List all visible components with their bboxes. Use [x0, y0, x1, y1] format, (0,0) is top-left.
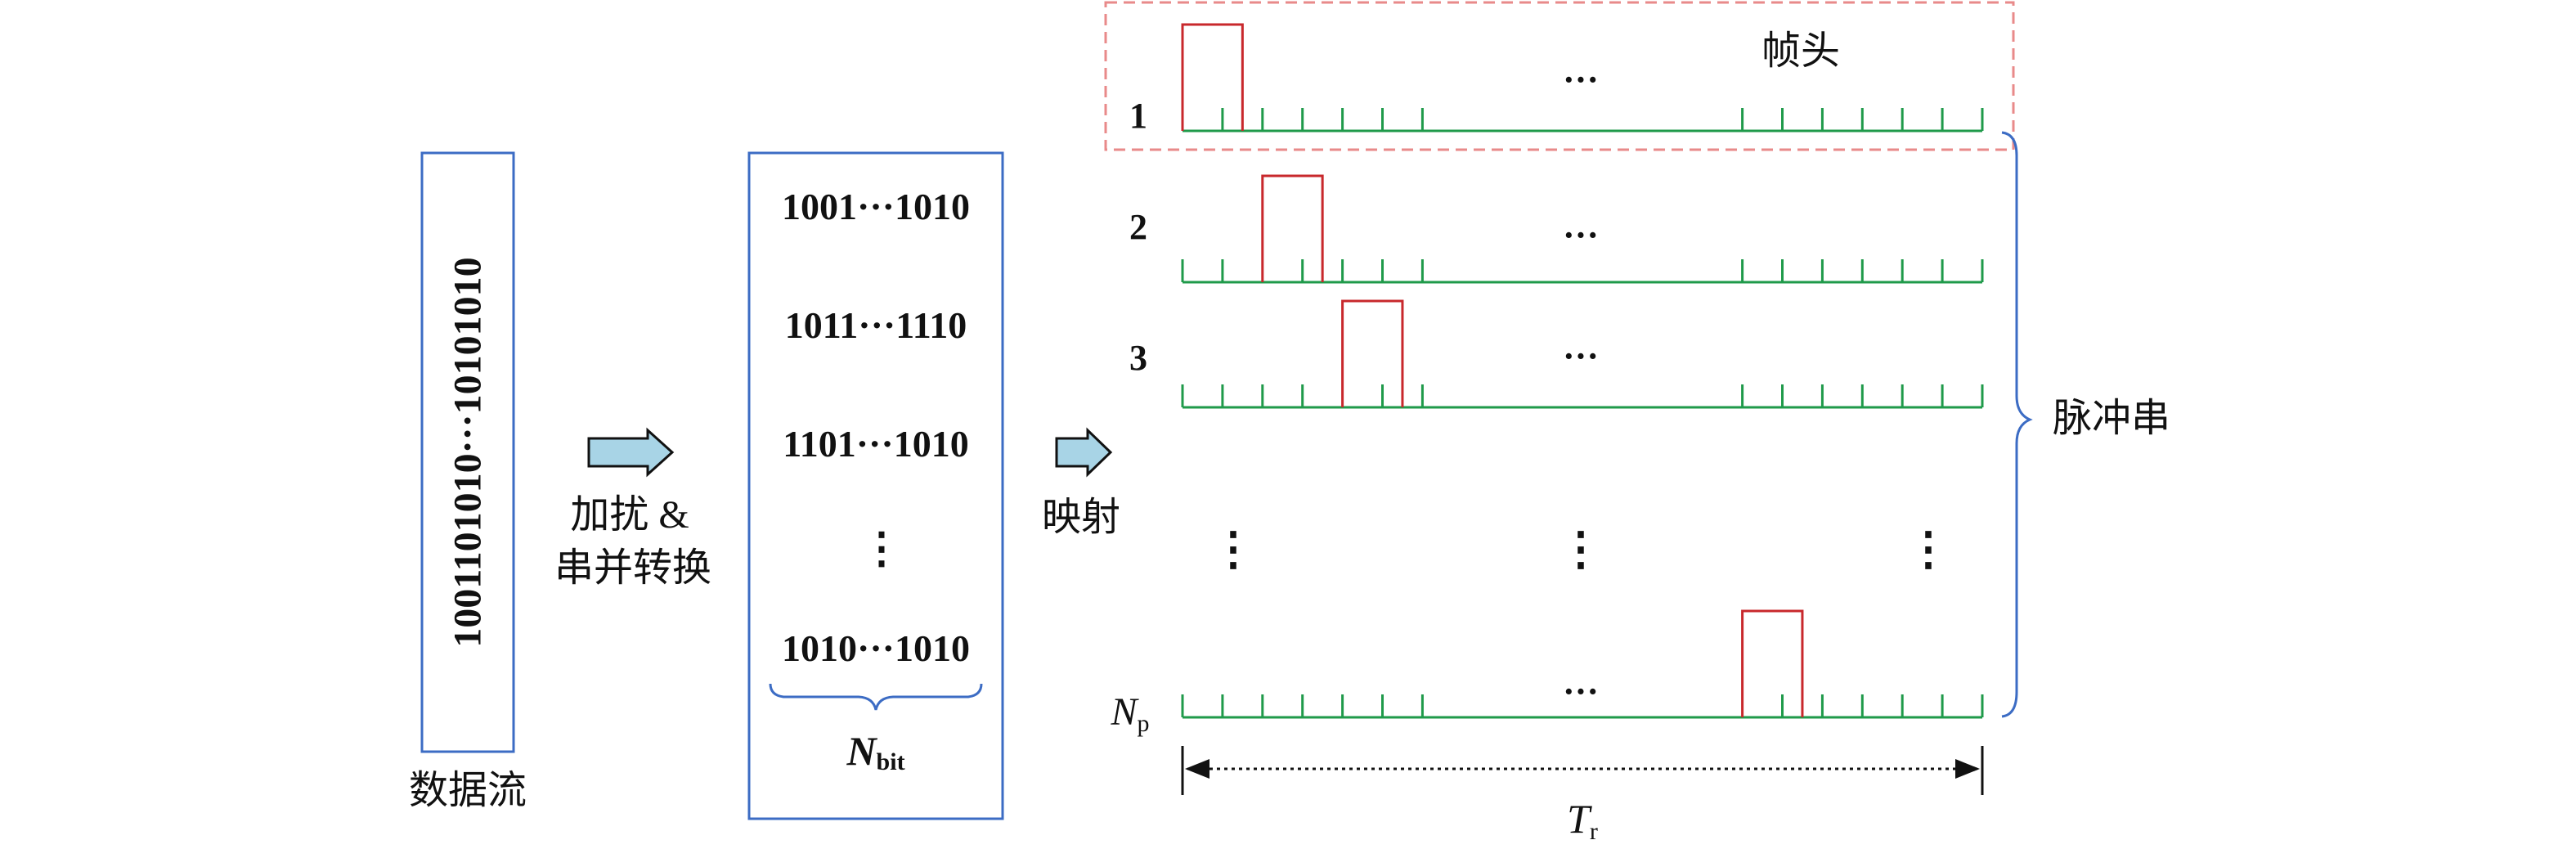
frame-head-label: 帧头	[1761, 29, 1840, 73]
row-ellipsis: ···	[1563, 60, 1599, 100]
pulse-row-label: 3	[1129, 338, 1147, 378]
pulse-rows	[1181, 23, 1984, 719]
parallel-row-ellipsis: ⋮	[860, 526, 903, 573]
data-stream-box	[420, 151, 515, 753]
data-stream-bits: 1001101010···10101010	[447, 257, 490, 647]
np-symbol: N	[1110, 690, 1139, 734]
row-ellipsis: ···	[1563, 215, 1599, 255]
pulse-row-label: 2	[1129, 207, 1147, 247]
nbit-label: Nbit	[846, 728, 904, 775]
tr-subscript: r	[1590, 818, 1598, 845]
nbit-brace	[769, 683, 983, 711]
parallel-bits-box	[747, 151, 1004, 820]
pulse	[1341, 299, 1404, 407]
pulse	[1261, 174, 1324, 282]
frame-head-dashed-box	[1104, 1, 2015, 151]
parallel-row: 1001···1010	[782, 186, 970, 227]
row-ellipsis: ···	[1563, 336, 1599, 376]
column-ellipsis: ⋮	[1558, 524, 1604, 575]
parallel-row: 1011···1110	[785, 304, 967, 346]
row-ellipsis: ···	[1563, 672, 1599, 712]
pulse-train-label: 脉冲串	[2053, 397, 2170, 440]
parallel-row: 1101···1010	[783, 423, 968, 465]
scramble-label: 加扰 &	[570, 493, 689, 537]
np-label: Np	[1110, 690, 1149, 737]
nbit-subscript: bit	[877, 748, 905, 775]
pulse	[1181, 23, 1244, 131]
arrow-right-icon	[1055, 427, 1113, 478]
tr-label: Tr	[1567, 796, 1598, 845]
pulse-train-brace	[2001, 131, 2033, 718]
nbit-symbol: N	[846, 728, 877, 774]
tr-symbol: T	[1567, 796, 1592, 842]
serial-parallel-label: 串并转换	[554, 546, 711, 590]
data-stream-label: 数据流	[409, 769, 527, 812]
parallel-row: 1010···1010	[782, 627, 970, 669]
pulse	[1741, 609, 1804, 717]
mapping-label: 映射	[1042, 496, 1120, 539]
column-ellipsis: ⋮	[1210, 524, 1256, 575]
pulse-row-label: 1	[1129, 96, 1147, 136]
arrow-right-icon	[587, 427, 675, 478]
column-ellipsis: ⋮	[1905, 524, 1951, 575]
np-subscript: p	[1138, 710, 1150, 737]
